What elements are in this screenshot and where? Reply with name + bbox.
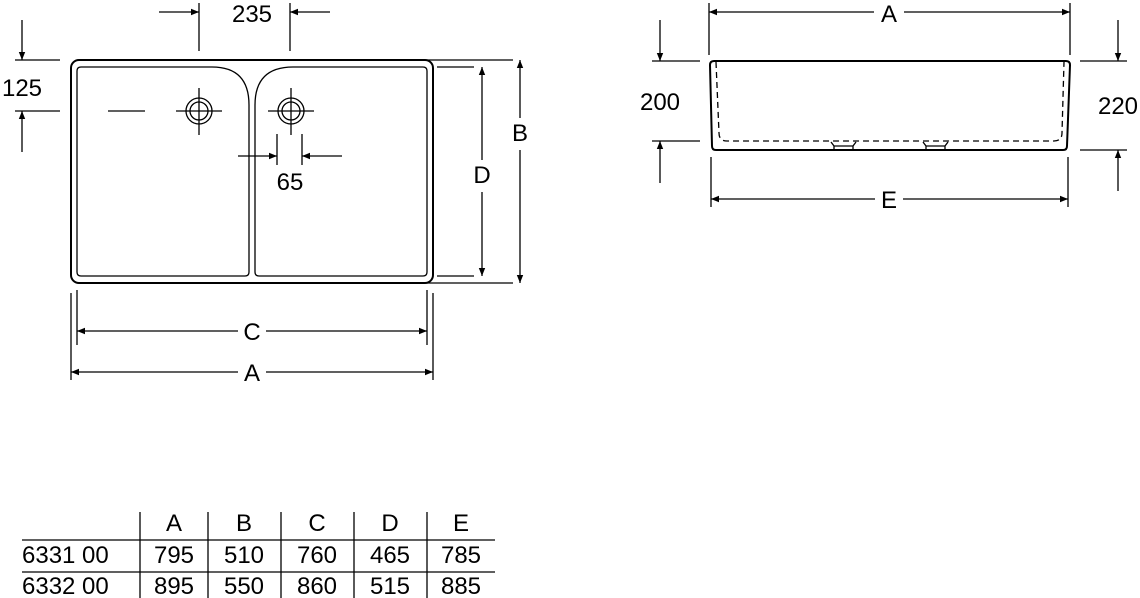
dimension-c: C — [76, 290, 428, 346]
dim-125-label: 125 — [2, 75, 42, 102]
cell-b: 510 — [224, 542, 264, 569]
dim-e-label: E — [881, 187, 897, 214]
table-row: 6332 00 895 550 860 515 885 — [22, 573, 481, 598]
side-dim-a-label: A — [881, 1, 897, 28]
cell-a: 895 — [154, 573, 194, 598]
header-b: B — [236, 510, 252, 537]
dim-220-label: 220 — [1098, 93, 1138, 120]
cell-d: 465 — [370, 542, 410, 569]
dimension-235: 235 — [159, 1, 330, 51]
cell-e: 885 — [441, 573, 481, 598]
side-body — [708, 60, 1072, 151]
sink-side-view: A 200 220 E — [640, 1, 1138, 214]
dimension-125: 125 — [2, 20, 60, 152]
cell-b: 550 — [224, 573, 264, 598]
dimension-d: D — [437, 66, 491, 277]
sink-outer-rim — [70, 59, 434, 284]
dim-65-label: 65 — [277, 169, 304, 196]
model-number: 6331 00 — [22, 542, 109, 569]
dim-235-label: 235 — [232, 1, 272, 28]
dimension-a-top: A — [70, 293, 434, 387]
side-drain-right — [922, 141, 949, 150]
dimension-table: A B C D E 6331 00 795 510 760 465 785 63… — [22, 510, 495, 598]
dim-b-label: B — [512, 120, 528, 147]
right-drain-icon — [268, 88, 314, 135]
header-e: E — [453, 510, 469, 537]
dim-200-label: 200 — [640, 89, 680, 116]
left-drain-icon — [176, 88, 222, 135]
dim-a-label: A — [244, 360, 260, 387]
cell-a: 795 — [154, 542, 194, 569]
header-d: D — [381, 510, 398, 537]
dimension-65: 65 — [238, 134, 342, 196]
header-c: C — [308, 510, 325, 537]
left-bowl — [76, 66, 250, 277]
side-drain-left — [830, 141, 857, 150]
cell-c: 860 — [297, 573, 337, 598]
table-header-row: A B C D E — [166, 510, 469, 537]
dim-c-label: C — [243, 319, 260, 346]
header-a: A — [166, 510, 182, 537]
right-bowl — [254, 66, 428, 277]
sink-top-view: 235 125 65 D — [2, 1, 528, 387]
dimension-200: 200 — [640, 20, 700, 183]
dimension-a-side: A — [708, 1, 1071, 55]
model-number: 6332 00 — [22, 573, 109, 598]
dimension-220: 220 — [1080, 20, 1138, 191]
side-inner-dashed — [715, 61, 1065, 142]
dim-d-label: D — [473, 162, 490, 189]
cell-e: 785 — [441, 542, 481, 569]
dimension-b: B — [427, 59, 528, 284]
cell-d: 515 — [370, 573, 410, 598]
cell-c: 760 — [297, 542, 337, 569]
dimension-e: E — [710, 157, 1069, 214]
table-row: 6331 00 795 510 760 465 785 — [22, 542, 481, 569]
